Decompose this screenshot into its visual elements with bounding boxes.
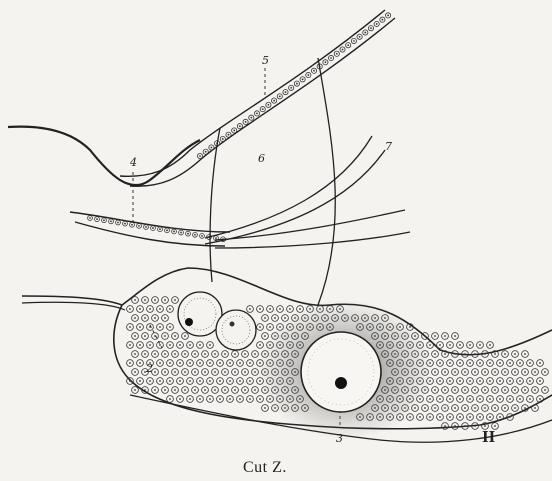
upper-membrane [8,127,200,186]
label-3: 3 [336,432,343,445]
figure-caption: Cut Z. [243,459,287,476]
label-6: 6 [258,152,265,165]
label-5: 5 [262,54,269,67]
middle-epithelium-band [70,212,230,246]
section-label: II [482,427,496,446]
label-7: 7 [385,140,392,153]
label-2: 2 [145,362,153,375]
small-egg-2 [216,310,256,350]
large-egg [301,332,381,412]
fibers [205,136,410,248]
label-4: 4 [129,156,137,169]
vertical-lines [210,58,335,305]
